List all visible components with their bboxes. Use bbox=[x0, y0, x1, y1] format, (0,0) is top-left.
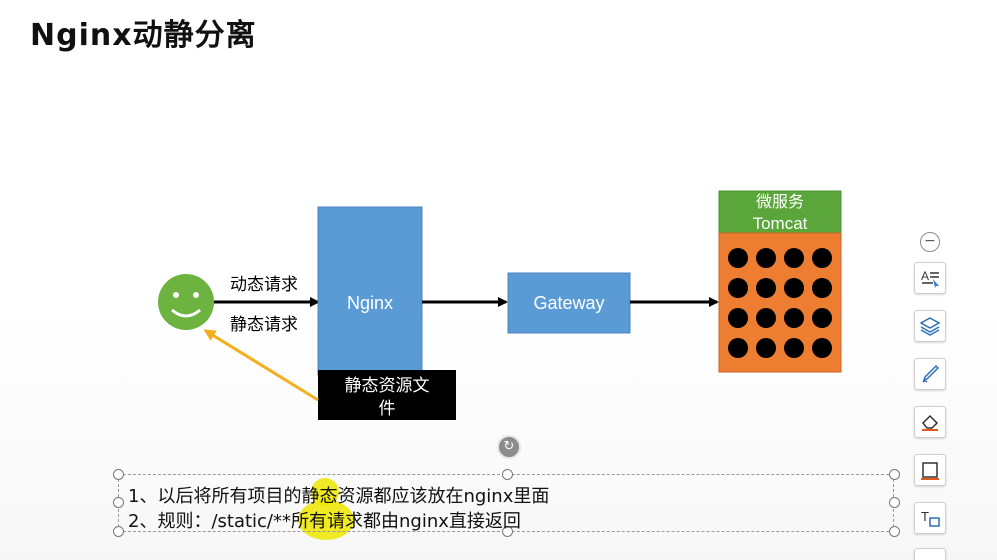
service-instance-dot bbox=[756, 248, 776, 268]
frame-icon bbox=[921, 462, 939, 480]
rotate-handle-icon[interactable]: ↻ bbox=[497, 435, 521, 459]
pen-button[interactable] bbox=[914, 358, 946, 390]
svg-text:A: A bbox=[921, 269, 929, 283]
resize-handle-top-middle[interactable] bbox=[502, 469, 513, 480]
service-instance-dot bbox=[812, 248, 832, 268]
resize-handle-middle-left[interactable] bbox=[113, 497, 124, 508]
more-tools-button[interactable] bbox=[914, 548, 946, 560]
eraser-button[interactable] bbox=[914, 406, 946, 438]
service-instance-dot bbox=[812, 338, 832, 358]
service-instance-dot bbox=[784, 248, 804, 268]
nginx-box bbox=[317, 206, 423, 376]
note-line-2: 2、规则：/static/**所有请求都由nginx直接返回 bbox=[128, 511, 521, 532]
dynamic-request-label: 动态请求 bbox=[230, 275, 298, 295]
slide-title: Nginx动静分离 bbox=[30, 18, 257, 53]
static-request-label: 静态请求 bbox=[230, 315, 298, 335]
static-return-arrow bbox=[203, 329, 319, 402]
text-format-icon: A bbox=[921, 269, 939, 288]
svg-text:T: T bbox=[921, 509, 929, 524]
gateway-label: Gateway bbox=[533, 293, 604, 313]
tomcat-label: Tomcat bbox=[753, 214, 808, 233]
note-line-1: 1、以后将所有项目的静态资源都应该放在nginx里面 bbox=[128, 486, 550, 507]
service-instance-dot bbox=[756, 278, 776, 298]
service-instance-dot bbox=[812, 278, 832, 298]
resize-handle-bottom-middle[interactable] bbox=[502, 526, 513, 537]
microservice-label: 微服务 bbox=[756, 192, 804, 211]
user-smiley-icon bbox=[158, 274, 214, 330]
gateway-box bbox=[507, 272, 631, 334]
service-instances bbox=[728, 248, 832, 358]
eraser-icon bbox=[921, 414, 939, 431]
frame-button[interactable] bbox=[914, 454, 946, 486]
nginx-label: Nginx bbox=[347, 293, 393, 313]
resize-handle-top-left[interactable] bbox=[113, 469, 124, 480]
service-instance-dot bbox=[812, 308, 832, 328]
service-instance-dot bbox=[728, 248, 748, 268]
cursor-highlight bbox=[298, 500, 354, 540]
resize-handle-middle-right[interactable] bbox=[889, 497, 900, 508]
text-format-button[interactable]: A bbox=[914, 262, 946, 294]
static-resources-box bbox=[318, 370, 456, 420]
microservice-header bbox=[718, 190, 842, 234]
collapse-toolbar-button[interactable]: − bbox=[920, 232, 940, 252]
resize-handle-bottom-right[interactable] bbox=[889, 526, 900, 537]
resize-handle-bottom-left[interactable] bbox=[113, 526, 124, 537]
service-instance-dot bbox=[728, 338, 748, 358]
service-instance-dot bbox=[784, 278, 804, 298]
static-resources-label-line1: 静态资源文 bbox=[345, 376, 430, 396]
service-instance-dot bbox=[756, 338, 776, 358]
service-instance-dot bbox=[784, 338, 804, 358]
service-instance-dot bbox=[784, 308, 804, 328]
layers-icon bbox=[919, 317, 941, 336]
side-toolbar: − A bbox=[910, 228, 950, 560]
service-instance-dot bbox=[728, 308, 748, 328]
text-box-icon: T bbox=[921, 509, 940, 527]
static-resources-label-line2: 件 bbox=[379, 399, 396, 419]
service-instance-dot bbox=[756, 308, 776, 328]
resize-handle-top-right[interactable] bbox=[889, 469, 900, 480]
pen-icon bbox=[922, 364, 940, 383]
layers-button[interactable] bbox=[914, 310, 946, 342]
service-instance-dot bbox=[728, 278, 748, 298]
text-box-button[interactable]: T bbox=[914, 502, 946, 534]
